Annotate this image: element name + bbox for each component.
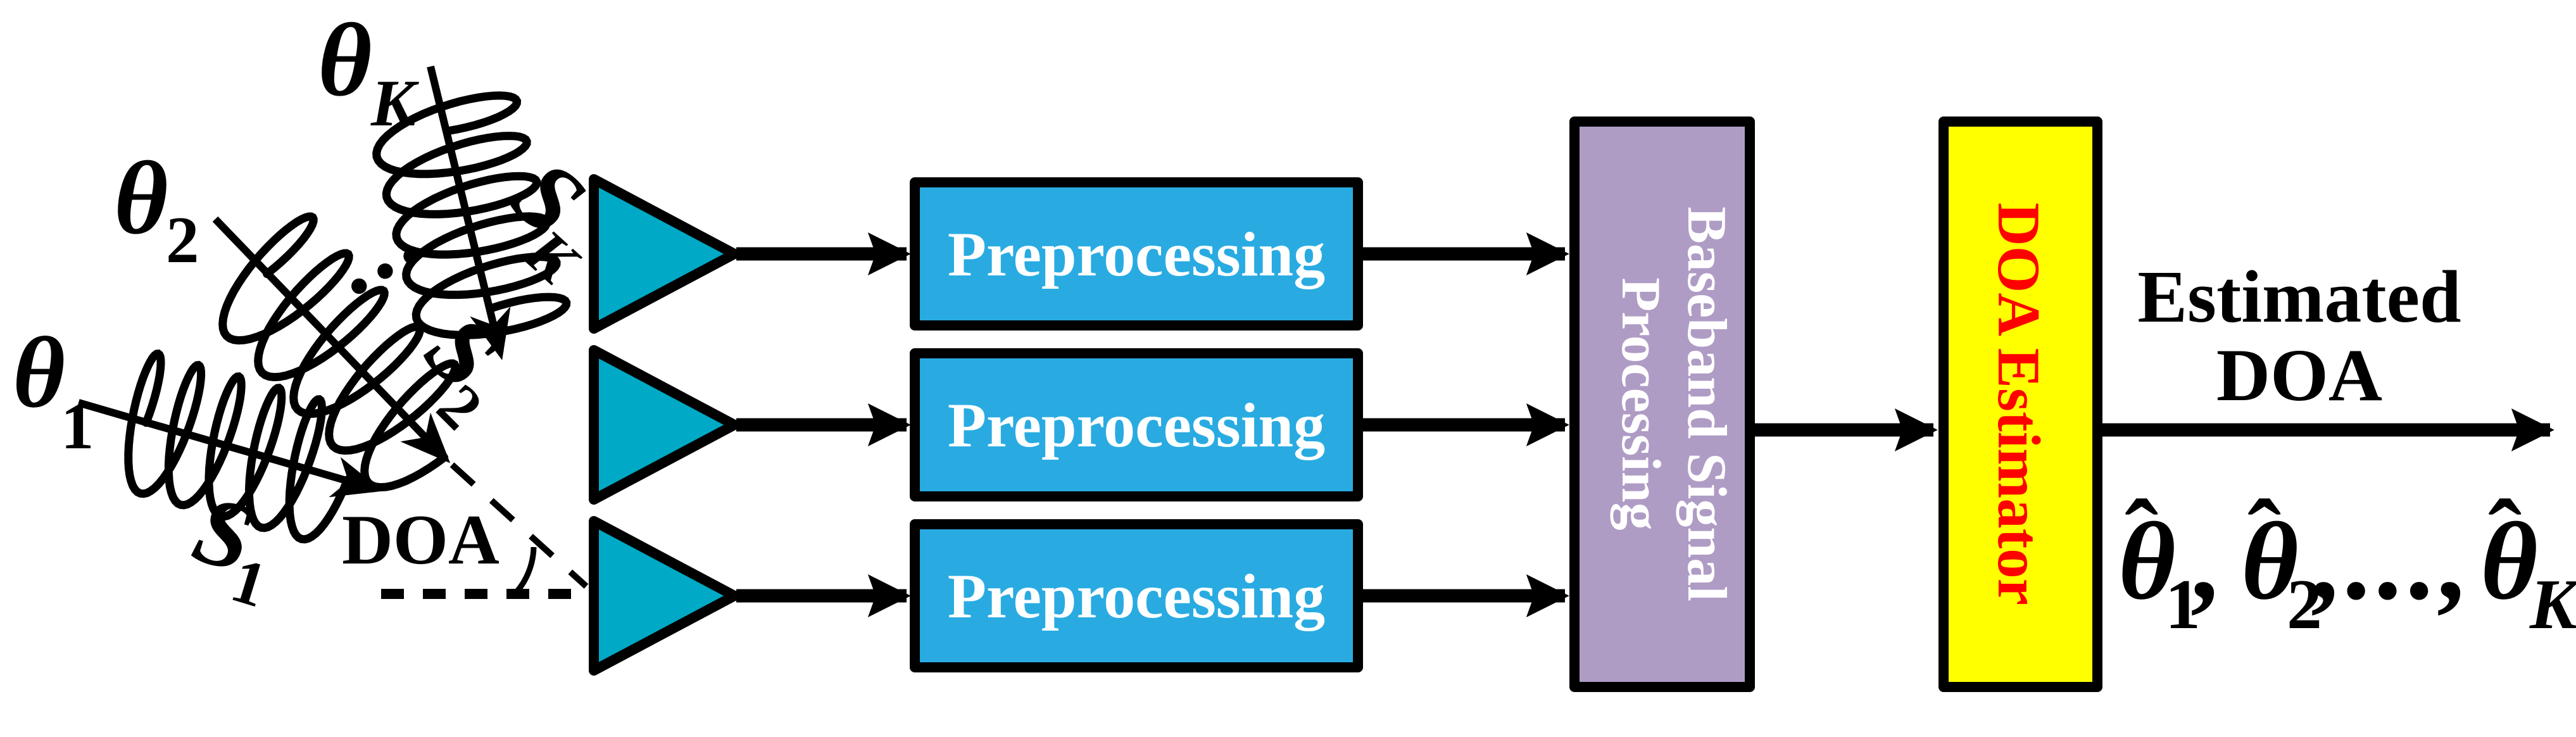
preprocessing-block-3: Preprocessing bbox=[910, 519, 1363, 672]
theta-hat-1-symbol: θ bbox=[2118, 500, 2176, 622]
theta-hat-1-subscript: 1 bbox=[2165, 565, 2201, 644]
baseband-label-line1: Baseband Signal bbox=[1676, 206, 1737, 602]
theta-hat-2-subscript: 2 bbox=[2287, 565, 2322, 644]
signal-1-wave-coil bbox=[124, 350, 352, 544]
baseband-block: Baseband Signal Processing bbox=[1569, 117, 1755, 692]
doa-angle-arc bbox=[513, 546, 537, 595]
signal-k-angle-symbol: θ bbox=[318, 2, 372, 118]
theta-hat-2-symbol: θ bbox=[2241, 500, 2299, 622]
preprocessing-box-3 bbox=[910, 519, 1363, 672]
doa-estimator-block: DOA Estimator bbox=[1938, 117, 2102, 692]
preprocessing-label-1: Preprocessing bbox=[948, 219, 1325, 289]
signal-2-angle-symbol: θ bbox=[114, 140, 168, 256]
doa-angle-label: DOA bbox=[342, 501, 499, 579]
signal-k-wave-coil bbox=[372, 91, 571, 339]
antenna-2 bbox=[589, 345, 739, 505]
antenna-3 bbox=[589, 516, 739, 676]
output-annotation: Estimated DOA θ ˆ 1 , θ ˆ 2 ,..., θ ˆ K bbox=[2118, 255, 2576, 644]
more-signals-ellipsis: ... bbox=[310, 180, 441, 316]
preprocessing-block-1: Preprocessing bbox=[910, 177, 1363, 331]
theta-hat-k-symbol: θ bbox=[2480, 500, 2538, 622]
baseband-box bbox=[1569, 117, 1755, 692]
estimated-angles-expression: θ ˆ 1 , θ ˆ 2 ,..., θ ˆ K bbox=[2118, 479, 2576, 644]
signal-2-angle-subscript: 2 bbox=[166, 203, 199, 277]
estimated-doa-line1: Estimated bbox=[2137, 255, 2461, 338]
expression-ellipsis: ,..., bbox=[2311, 500, 2468, 622]
doa-angle-group: DOA bbox=[342, 462, 589, 599]
preprocessing-label-3: Preprocessing bbox=[948, 561, 1325, 631]
signal-1-angle-subscript: 1 bbox=[61, 389, 94, 463]
incoming-signal-1: θ 1 S 1 bbox=[13, 316, 383, 621]
baseband-label-line2: Processing bbox=[1610, 277, 1671, 530]
theta-hat-k-hat: ˆ bbox=[2488, 479, 2522, 592]
preprocessing-label-2: Preprocessing bbox=[948, 390, 1325, 460]
signal-2-wave-coil bbox=[218, 212, 460, 492]
theta-hat-k-subscript: K bbox=[2529, 565, 2576, 644]
antenna-array bbox=[589, 174, 739, 676]
signal-1-angle-symbol: θ bbox=[13, 316, 65, 429]
preprocessing-box-2 bbox=[910, 348, 1363, 501]
theta-hat-1-hat: ˆ bbox=[2125, 479, 2158, 592]
antenna-1 bbox=[589, 174, 739, 334]
estimated-doa-line2: DOA bbox=[2216, 334, 2382, 417]
preprocessing-box-1 bbox=[910, 177, 1363, 331]
signal-1-wave-label: S 1 bbox=[182, 474, 275, 621]
expression-comma-1: , bbox=[2190, 500, 2218, 622]
preprocessing-block-2: Preprocessing bbox=[910, 348, 1363, 501]
doa-estimator-box bbox=[1938, 117, 2102, 692]
connection-arrows bbox=[736, 232, 2554, 617]
theta-hat-2-hat: ˆ bbox=[2247, 479, 2281, 592]
doa-estimator-label: DOA Estimator bbox=[1985, 203, 2052, 605]
